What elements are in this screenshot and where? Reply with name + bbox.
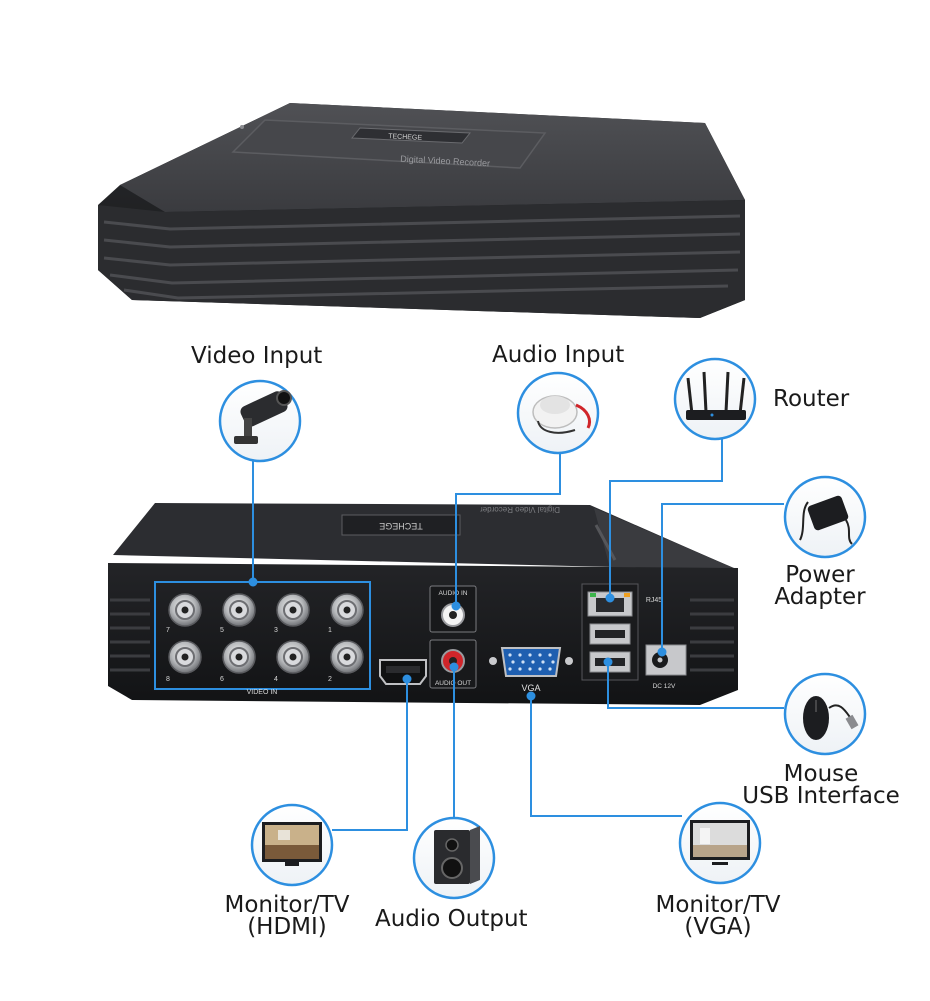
bnc-connector[interactable] <box>276 593 310 627</box>
monitor-vga-icon <box>678 801 762 885</box>
vga-label: VGA <box>521 683 540 693</box>
label-audio-output: Audio Output <box>375 906 528 932</box>
mouse-icon <box>783 672 867 756</box>
microphone-icon <box>516 371 600 455</box>
bnc-channel-number: 1 <box>328 627 332 634</box>
label-power-line1: Power <box>785 562 855 588</box>
bnc-connector[interactable] <box>168 593 202 627</box>
label-monitor-hdmi-line1: Monitor/TV <box>224 892 350 918</box>
video-in-frame <box>154 581 371 690</box>
label-router: Router <box>773 386 850 412</box>
power-led <box>240 125 244 129</box>
bnc-connector[interactable] <box>222 640 256 674</box>
vga-pins <box>508 653 555 671</box>
monitor-hdmi-icon <box>250 803 334 887</box>
bnc-channel-number: 2 <box>328 676 332 683</box>
bnc-channel-number: 4 <box>274 676 278 683</box>
camera-icon <box>218 379 302 463</box>
rj45-label: RJ45 <box>646 597 662 604</box>
vga-port[interactable] <box>500 647 562 677</box>
bnc-connector[interactable] <box>276 640 310 674</box>
bnc-channel-number: 8 <box>166 676 170 683</box>
label-monitor-vga-line1: Monitor/TV <box>655 892 781 918</box>
bnc-connector[interactable] <box>330 640 364 674</box>
audio-in-label: AUDIO IN <box>439 590 468 597</box>
label-mouse-line2: USB Interface <box>742 783 900 809</box>
brand-logo-rear: TECHEGE <box>379 521 423 531</box>
connector-lines <box>248 430 784 831</box>
bnc-channel-number: 3 <box>274 627 278 634</box>
dc-label: DC 12V <box>653 683 676 690</box>
dvr-rear-view: TECHEGE Digital Video Recorder VIDEO IN … <box>108 503 738 705</box>
bnc-channel-number: 7 <box>166 627 170 634</box>
power-adapter-icon <box>783 475 867 559</box>
bnc-connector[interactable] <box>222 593 256 627</box>
dvr-top-view: TECHEGE Digital Video Recorder <box>98 103 745 318</box>
label-monitor-hdmi-line2: (HDMI) <box>247 914 327 940</box>
bnc-connector[interactable] <box>330 593 364 627</box>
label-audio-input: Audio Input <box>492 342 625 368</box>
top-subtitle: Digital Video Recorder <box>400 154 490 169</box>
bnc-channel-number: 6 <box>220 676 224 683</box>
label-video-input: Video Input <box>191 343 323 369</box>
router-icon <box>673 357 757 441</box>
rear-subtitle: Digital Video Recorder <box>480 505 560 514</box>
speaker-icon <box>412 816 496 900</box>
video-in-label: VIDEO IN <box>247 689 278 696</box>
bnc-connector[interactable] <box>168 640 202 674</box>
label-power-line2: Adapter <box>774 584 866 610</box>
label-mouse-line1: Mouse <box>783 761 859 787</box>
bnc-channel-number: 5 <box>220 627 224 634</box>
label-monitor-vga-line2: (VGA) <box>684 914 752 940</box>
brand-logo-top: TECHEGE <box>388 133 422 142</box>
bnc-connectors: 7 5 3 1 8 6 4 2 <box>166 593 364 683</box>
